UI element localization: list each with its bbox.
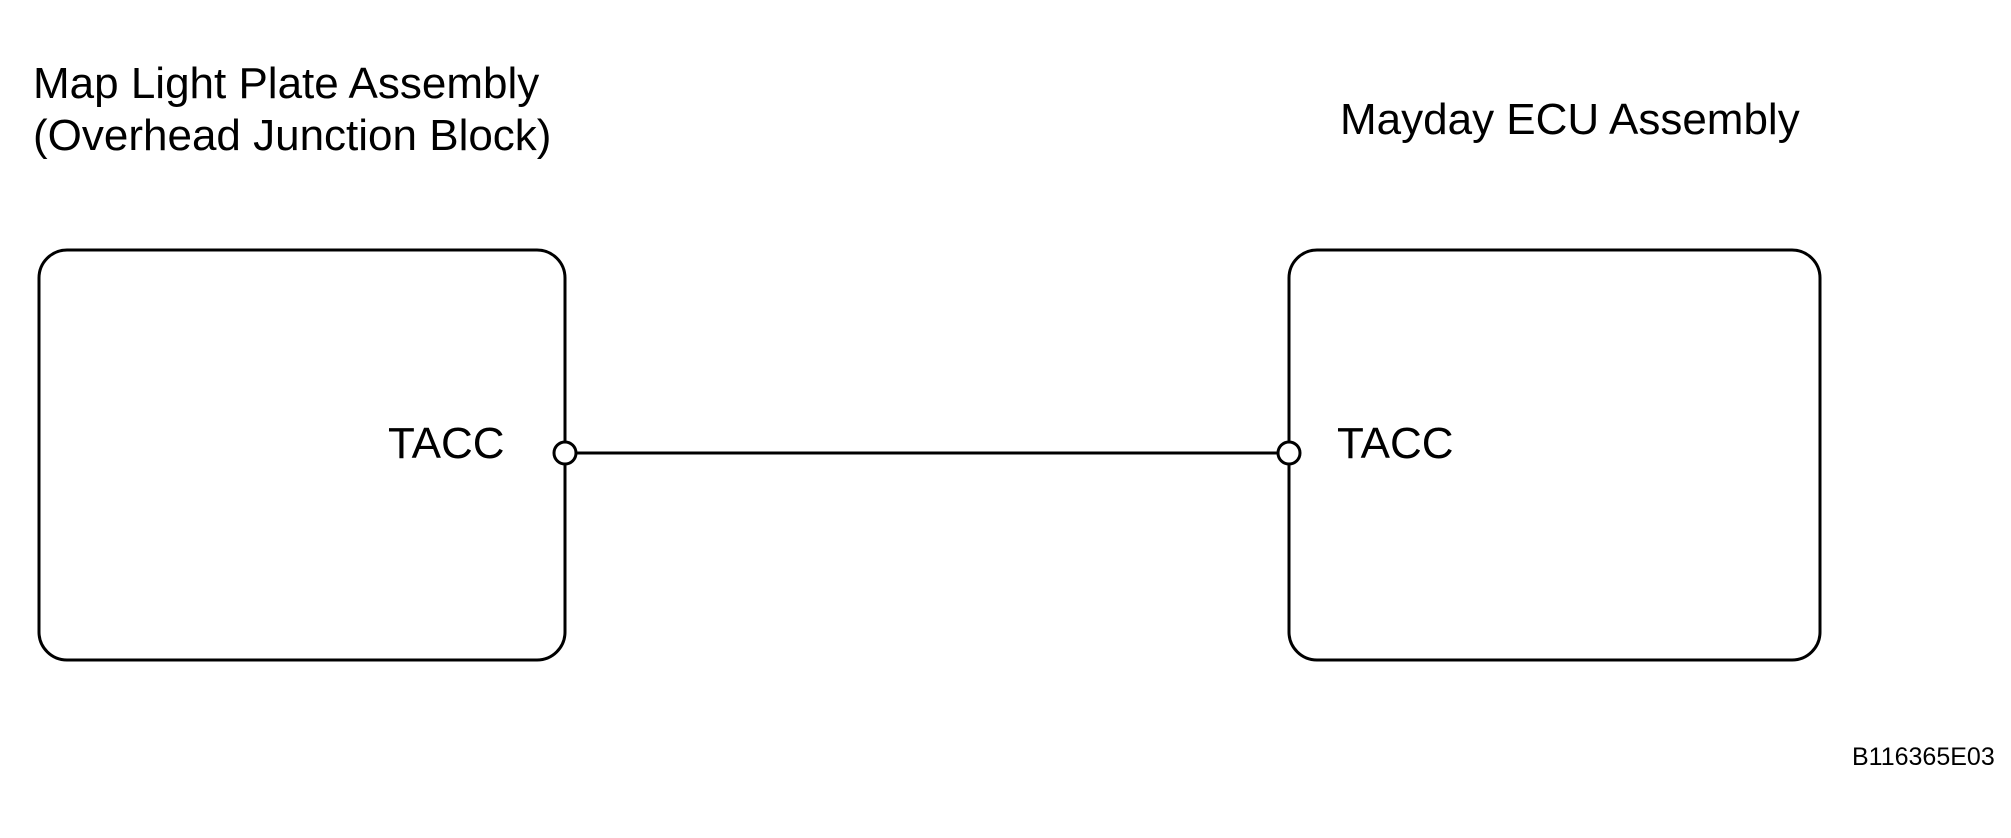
left-block-title: Map Light Plate Assembly (Overhead Junct…: [33, 58, 551, 162]
left-block-title-line2: (Overhead Junction Block): [33, 111, 552, 160]
right-block-title: Mayday ECU Assembly: [1340, 95, 1800, 144]
left-terminal-circle-icon: [552, 440, 578, 466]
right-terminal-circle-icon: [1276, 440, 1302, 466]
left-pin-label: TACC: [388, 419, 505, 468]
figure-reference-code: B116365E03: [1852, 743, 1995, 771]
right-pin-label: TACC: [1337, 419, 1454, 468]
left-block-title-line1: Map Light Plate Assembly: [33, 59, 540, 108]
